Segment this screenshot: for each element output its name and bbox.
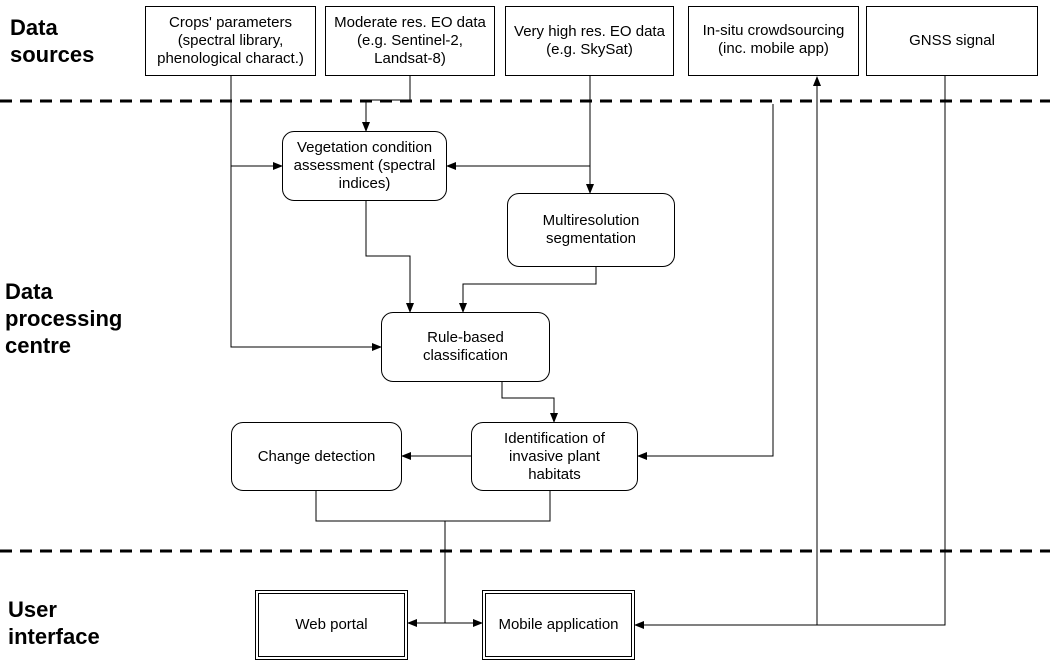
connector-moderate-vegetation bbox=[362, 76, 411, 132]
process-identification-invasive: Identification of invasive plant habitat… bbox=[471, 422, 638, 491]
source-gnss-signal: GNSS signal bbox=[866, 6, 1038, 76]
process-multiresolution-segmentation: Multiresolution segmentation bbox=[507, 193, 675, 267]
connector-crops-classification bbox=[230, 166, 382, 351]
process-change-detection: Change detection bbox=[231, 422, 402, 491]
connector-merge-webportal bbox=[407, 521, 446, 627]
connector-gnss-mobileapp bbox=[634, 76, 946, 629]
source-moderate-eo-data: Moderate res. EO data (e.g. Sentinel-2, … bbox=[325, 6, 495, 76]
process-vegetation-assessment: Vegetation condition assessment (spectra… bbox=[282, 131, 447, 201]
connector-segmentation-classification bbox=[459, 267, 597, 313]
section-label-data-sources: Data sources bbox=[10, 15, 95, 67]
section-label-user-interface: User interface bbox=[8, 597, 100, 649]
source-crops-parameters: Crops' parameters (spectral library, phe… bbox=[145, 6, 316, 76]
source-very-high-eo-data: Very high res. EO data (e.g. SkySat) bbox=[505, 6, 674, 76]
process-rule-based-classification: Rule-based classification bbox=[381, 312, 550, 382]
connector-insitu-identification bbox=[637, 104, 774, 460]
connector-vegetation-classification bbox=[365, 201, 414, 313]
connector-crops-vegetation bbox=[230, 76, 283, 170]
source-insitu-crowdsourcing: In-situ crowdsourcing (inc. mobile app) bbox=[688, 6, 859, 76]
connector-change-merge bbox=[315, 491, 551, 522]
section-label-processing: Data processing centre bbox=[5, 279, 123, 358]
interface-mobile-application: Mobile application bbox=[482, 590, 635, 660]
connector-veryhigh-vegetation bbox=[446, 76, 591, 170]
interface-web-portal: Web portal bbox=[255, 590, 408, 660]
connector-classification-identification bbox=[501, 382, 558, 423]
